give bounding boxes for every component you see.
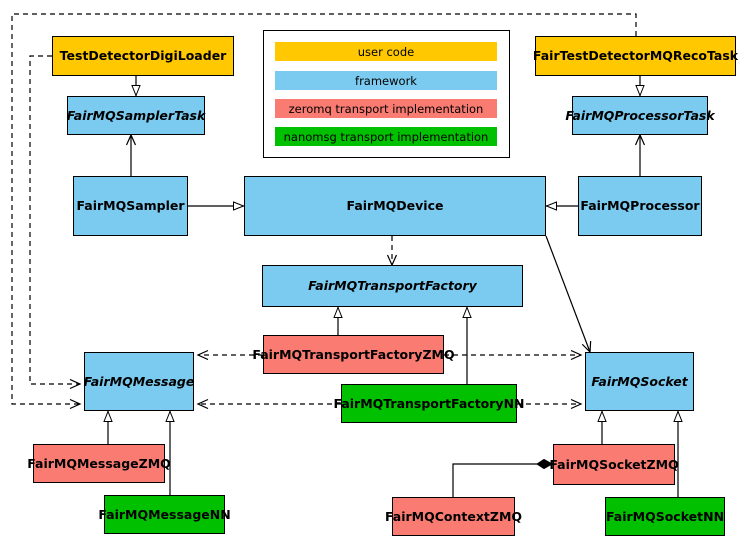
legend-label: user code [357, 44, 415, 59]
class-node-FairMQSocketNN[interactable]: FairMQSocketNN [605, 497, 725, 536]
legend-label: nanomsg transport implementation [283, 129, 489, 144]
class-label: FairMQSamplerTask [66, 107, 206, 123]
class-label: FairTestDetectorMQRecoTask [532, 48, 739, 64]
class-label: FairMQTransportFactory [308, 278, 477, 294]
class-node-FairMQSampler[interactable]: FairMQSampler [73, 176, 188, 236]
class-label: FairMQSocketZMQ [549, 456, 679, 472]
class-node-TestDetectorDigiLoader[interactable]: TestDetectorDigiLoader [52, 36, 234, 76]
class-label: FairMQContextZMQ [384, 508, 523, 524]
class-label: FairMQSocketNN [605, 508, 725, 524]
legend-panel: user code framework zeromq transport imp… [263, 30, 510, 158]
class-node-FairMQTransportFactoryNN[interactable]: FairMQTransportFactoryNN [334, 384, 525, 423]
class-node-FairMQMessageZMQ[interactable]: FairMQMessageZMQ [27, 444, 171, 483]
legend-item-framework: framework [275, 71, 497, 90]
class-label: FairMQSocket [591, 373, 688, 389]
class-node-FairMQMessage[interactable]: FairMQMessage [84, 352, 194, 411]
class-node-FairMQTransportFactory[interactable]: FairMQTransportFactory [262, 265, 523, 307]
legend-item-nanomsg: nanomsg transport implementation [275, 127, 497, 146]
class-node-FairMQSocketZMQ[interactable]: FairMQSocketZMQ [549, 444, 679, 485]
class-label: FairMQTransportFactoryZMQ [252, 346, 455, 362]
class-node-FairMQProcessorTask[interactable]: FairMQProcessorTask [565, 96, 715, 135]
class-label: TestDetectorDigiLoader [59, 48, 227, 64]
class-node-FairMQContextZMQ[interactable]: FairMQContextZMQ [385, 497, 522, 536]
class-label: FairMQMessageZMQ [27, 455, 171, 471]
class-label: FairMQMessageNN [98, 506, 231, 522]
class-node-FairMQDevice[interactable]: FairMQDevice [244, 176, 546, 236]
class-label: FairMQSampler [76, 198, 185, 214]
legend-label: framework [355, 73, 417, 88]
class-node-FairTestDetectorMQRecoTask[interactable]: FairTestDetectorMQRecoTask [533, 36, 738, 76]
legend-item-user-code: user code [275, 42, 497, 61]
class-label: FairMQProcessor [580, 198, 700, 214]
class-node-FairMQMessageNN[interactable]: FairMQMessageNN [98, 495, 231, 534]
class-node-FairMQProcessor[interactable]: FairMQProcessor [578, 176, 702, 236]
legend-item-zeromq: zeromq transport implementation [275, 99, 497, 118]
class-node-FairMQSamplerTask[interactable]: FairMQSamplerTask [67, 96, 205, 135]
class-node-FairMQTransportFactoryZMQ[interactable]: FairMQTransportFactoryZMQ [252, 335, 455, 374]
class-node-FairMQSocket[interactable]: FairMQSocket [585, 352, 694, 411]
class-label: FairMQTransportFactoryNN [333, 395, 525, 411]
class-label: FairMQProcessorTask [565, 107, 715, 123]
class-label: FairMQDevice [346, 198, 444, 214]
legend-label: zeromq transport implementation [288, 101, 484, 116]
class-label: FairMQMessage [83, 373, 195, 389]
